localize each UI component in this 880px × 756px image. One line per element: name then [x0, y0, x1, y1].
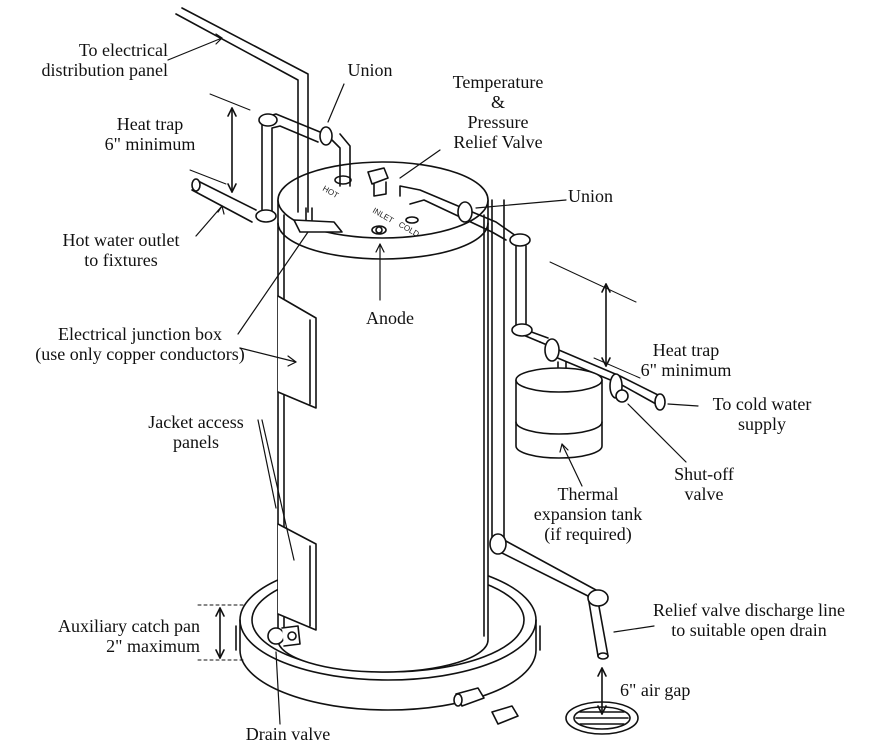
label-catch-pan-line2: 2" maximum: [106, 636, 200, 656]
label-shutoff-line2: valve: [684, 484, 724, 504]
label-tp-line1: Temperature: [452, 72, 544, 92]
leader-lines: [167, 33, 699, 725]
label-expansion-line3: (if required): [544, 524, 632, 544]
label-tp-line3: Pressure: [467, 112, 529, 132]
expansion-tank: [515, 361, 603, 459]
label-shutoff-valve: Shut-off valve: [656, 464, 752, 504]
label-heat-trap-left-line1: Heat trap: [116, 114, 184, 134]
label-cold-supply: To cold water supply: [692, 394, 832, 434]
label-expansion-line1: Thermal: [557, 484, 619, 504]
label-drain-valve: Drain valve: [245, 724, 331, 744]
label-hot-outlet: Hot water outlet to fixtures: [36, 230, 206, 270]
label-tp-line4: Relief Valve: [453, 132, 543, 152]
pan-drain-fitting: [453, 687, 519, 725]
label-union-top: Union: [347, 60, 393, 80]
tank-top-fittings: [334, 167, 419, 235]
label-tp-relief-valve: Temperature & Pressure Relief Valve: [428, 72, 568, 152]
label-junction-line1: Electrical junction box: [58, 324, 222, 344]
label-relief-line2: to suitable open drain: [671, 620, 827, 640]
label-heat-trap-right-line2: 6" minimum: [640, 360, 732, 380]
label-catch-pan: Auxiliary catch pan 2" maximum: [10, 616, 200, 656]
relief-discharge-line: [489, 199, 609, 660]
label-tp-line2: &: [490, 92, 505, 112]
label-heat-trap-right: Heat trap 6" minimum: [626, 340, 746, 380]
electrical-conduit: [175, 7, 309, 213]
label-catch-pan-line1: Auxiliary catch pan: [58, 616, 200, 636]
label-to-panel-line2: distribution panel: [41, 60, 168, 80]
label-air-gap: 6" air gap: [620, 680, 691, 700]
shutoff-valve-shape: [609, 373, 629, 403]
label-heat-trap-left-line2: 6" minimum: [104, 134, 196, 154]
label-jacket-line1: Jacket access: [148, 412, 244, 432]
label-heat-trap-left: Heat trap 6" minimum: [80, 114, 220, 154]
dimension-marks: [189, 93, 641, 715]
label-jacket-panels: Jacket access panels: [128, 412, 264, 452]
label-to-panel-line1: To electrical: [78, 40, 168, 60]
label-hot-outlet-line2: to fixtures: [84, 250, 158, 270]
junction-box: [293, 207, 343, 233]
jacket-panel-lower: [277, 523, 317, 631]
label-relief-line: Relief valve discharge line to suitable …: [624, 600, 874, 640]
label-to-panel: To electrical distribution panel: [20, 40, 168, 80]
label-shutoff-line1: Shut-off: [674, 464, 734, 484]
label-expansion-tank: Thermal expansion tank (if required): [506, 484, 670, 544]
label-junction-box: Electrical junction box (use only copper…: [2, 324, 278, 364]
label-cold-supply-line1: To cold water: [712, 394, 812, 414]
label-anode: Anode: [366, 308, 414, 328]
label-union-right: Union: [568, 186, 613, 206]
label-expansion-line2: expansion tank: [533, 504, 643, 524]
label-junction-line2: (use only copper conductors): [35, 344, 245, 364]
jacket-panel-upper: [277, 295, 317, 409]
hot-water-piping: [191, 113, 351, 223]
label-jacket-line2: panels: [173, 432, 219, 452]
tank: [277, 161, 489, 673]
cold-water-piping: [399, 185, 666, 411]
label-heat-trap-right-line1: Heat trap: [652, 340, 720, 360]
label-cold-supply-line2: supply: [737, 414, 786, 434]
label-relief-line1: Relief valve discharge line: [652, 600, 846, 620]
label-hot-outlet-line1: Hot water outlet: [62, 230, 180, 250]
drain-valve: [267, 625, 301, 647]
